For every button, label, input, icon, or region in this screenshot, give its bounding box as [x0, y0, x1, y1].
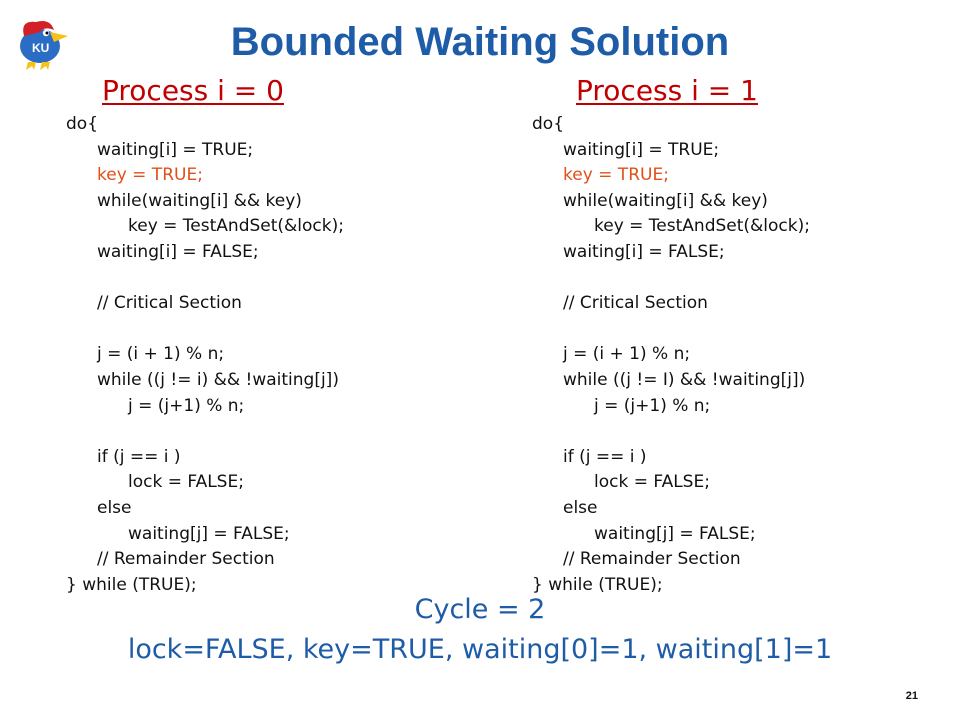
process-1-heading: Process i = 1 — [576, 74, 758, 107]
code-line: key = TestAndSet(&lock); — [594, 216, 810, 237]
code-line: key = TRUE; — [97, 165, 203, 186]
code-line: if (j == i ) — [563, 446, 647, 467]
ku-jayhawk-logo: KU — [10, 14, 72, 72]
code-blank-line — [66, 317, 344, 343]
code-line: waiting[i] = FALSE; — [563, 241, 725, 262]
code-blank-line — [532, 317, 810, 343]
code-line: } while (TRUE); — [532, 574, 663, 595]
cycle-label: Cycle = 2 — [414, 594, 546, 625]
code-line: while(waiting[i] && key) — [97, 190, 302, 211]
logo-text: KU — [32, 41, 49, 55]
code-line: key = TestAndSet(&lock); — [128, 216, 344, 237]
code-line: waiting[j] = FALSE; — [128, 523, 290, 544]
slide-title: Bounded Waiting Solution — [230, 20, 730, 64]
code-blank-line — [532, 419, 810, 445]
state-summary: lock=FALSE, key=TRUE, waiting[0]=1, wait… — [127, 634, 833, 665]
code-line: j = (j+1) % n; — [594, 395, 711, 416]
code-line: // Critical Section — [97, 293, 242, 314]
code-line: waiting[i] = TRUE; — [563, 139, 720, 160]
code-line: do{ — [532, 114, 565, 134]
code-line: j = (j+1) % n; — [128, 395, 245, 416]
code-line: j = (i + 1) % n; — [563, 344, 691, 365]
code-line: while ((j != i) && !waiting[j]) — [97, 369, 339, 390]
code-line: lock = FALSE; — [594, 472, 710, 493]
code-line: if (j == i ) — [97, 446, 181, 467]
process-0-heading: Process i = 0 — [102, 74, 284, 107]
process-1-code: do{ waiting[i] = TRUE; key = TRUE; while(wa… — [532, 112, 810, 598]
code-line: do{ — [66, 114, 99, 134]
code-line: waiting[i] = TRUE; — [97, 139, 254, 160]
code-blank-line — [532, 266, 810, 292]
code-blank-line — [66, 419, 344, 445]
code-line: // Critical Section — [563, 293, 708, 314]
code-line: while ((j != I) && !waiting[j]) — [563, 369, 806, 390]
code-line: // Remainder Section — [563, 549, 741, 570]
code-line: else — [563, 497, 598, 518]
code-line: // Remainder Section — [97, 549, 275, 570]
code-blank-line — [66, 266, 344, 292]
jayhawk-mascot-icon: KU — [20, 21, 68, 70]
code-line: waiting[i] = FALSE; — [97, 241, 259, 262]
code-line: while(waiting[i] && key) — [563, 190, 768, 211]
page-number: 21 — [905, 690, 918, 702]
code-line: waiting[j] = FALSE; — [594, 523, 756, 544]
code-line: lock = FALSE; — [128, 472, 244, 493]
code-line: j = (i + 1) % n; — [97, 344, 225, 365]
code-line: key = TRUE; — [563, 165, 669, 186]
code-line: } while (TRUE); — [66, 574, 197, 595]
code-line: else — [97, 497, 132, 518]
process-0-code: do{ waiting[i] = TRUE; key = TRUE; while(wa… — [66, 112, 344, 598]
